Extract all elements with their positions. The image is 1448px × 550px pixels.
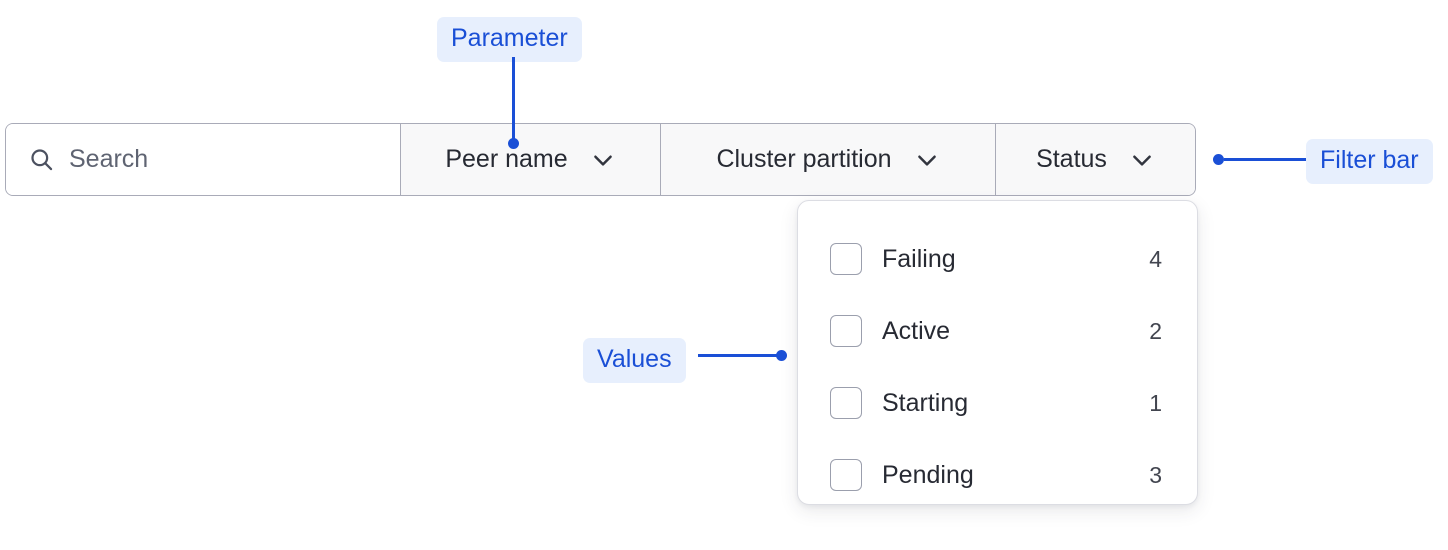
annotation-anchor-dot-values xyxy=(776,350,787,361)
annotation-leader-line-values xyxy=(698,354,781,357)
annotation-label-filter-bar: Filter bar xyxy=(1306,139,1433,184)
checkbox-active[interactable] xyxy=(830,315,862,347)
filter-peer-name-label: Peer name xyxy=(445,145,568,173)
chevron-down-icon[interactable] xyxy=(1129,147,1155,173)
status-dropdown-panel: Failing 4 Active 2 Starting 1 Pending 3 xyxy=(797,200,1198,505)
annotation-anchor-dot-filter-bar xyxy=(1213,154,1224,165)
filter-peer-name[interactable]: Peer name xyxy=(401,124,661,195)
annotation-label-values: Values xyxy=(583,338,686,383)
checkbox-starting[interactable] xyxy=(830,387,862,419)
list-item-label: Failing xyxy=(882,244,956,273)
annotation-anchor-dot-parameter xyxy=(508,138,519,149)
annotation-leader-line-filter-bar xyxy=(1224,158,1306,161)
filter-cluster-partition[interactable]: Cluster partition xyxy=(661,124,996,195)
list-item[interactable]: Starting 1 xyxy=(798,367,1197,439)
filter-status[interactable]: Status xyxy=(996,124,1195,195)
list-item-count: 1 xyxy=(1149,389,1162,416)
list-item-label: Active xyxy=(882,316,951,345)
search-icon xyxy=(28,146,55,173)
list-item[interactable]: Failing 4 xyxy=(798,223,1197,295)
checkbox-failing[interactable] xyxy=(830,243,862,275)
list-item-label: Starting xyxy=(882,388,969,417)
list-item-count: 2 xyxy=(1149,317,1162,344)
list-item-label: Pending xyxy=(882,460,974,489)
filter-cluster-partition-label: Cluster partition xyxy=(716,145,892,173)
chevron-down-icon[interactable] xyxy=(914,147,940,173)
search-field[interactable] xyxy=(6,124,401,195)
search-input[interactable] xyxy=(69,145,378,174)
chevron-down-icon[interactable] xyxy=(590,147,616,173)
list-item[interactable]: Pending 3 xyxy=(798,439,1197,511)
filter-status-label: Status xyxy=(1036,145,1107,173)
checkbox-pending[interactable] xyxy=(830,459,862,491)
annotation-label-parameter: Parameter xyxy=(437,17,582,62)
list-item-count: 4 xyxy=(1149,245,1162,272)
annotation-leader-line-parameter xyxy=(512,57,515,143)
list-item-count: 3 xyxy=(1149,461,1162,488)
list-item[interactable]: Active 2 xyxy=(798,295,1197,367)
filter-bar[interactable]: Peer name Cluster partition Status xyxy=(5,123,1196,196)
